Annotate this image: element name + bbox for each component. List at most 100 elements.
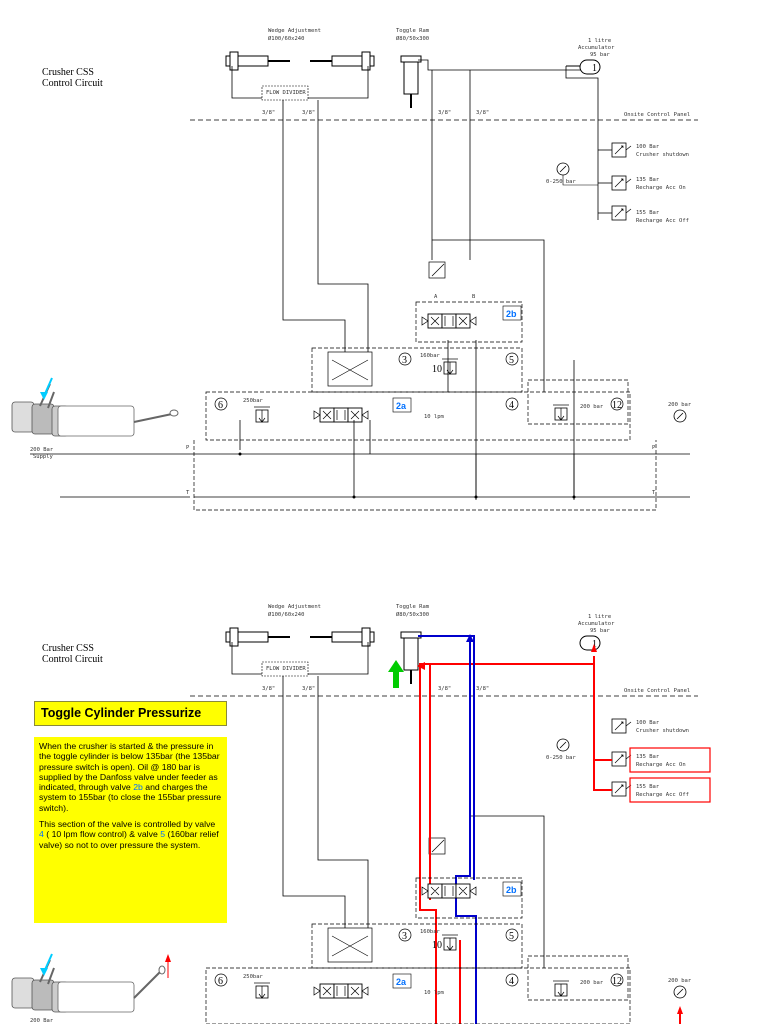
wedge-cylinder-left xyxy=(225,51,290,71)
pressure-switch-100: 100 Bar Crusher shutdown xyxy=(598,142,689,158)
svg-text:Recharge Acc Off: Recharge Acc Off xyxy=(636,218,689,224)
svg-text:10 lpm: 10 lpm xyxy=(424,990,445,996)
svg-text:4: 4 xyxy=(509,976,514,987)
svg-text:12: 12 xyxy=(612,400,622,411)
svg-text:155 Bar: 155 Bar xyxy=(636,784,660,790)
note-body: When the crusher is started & the pressu… xyxy=(34,737,227,923)
svg-text:200 bar: 200 bar xyxy=(668,402,692,408)
bottom-title-line1: Crusher CSS xyxy=(42,643,94,654)
svg-text:1: 1 xyxy=(592,63,597,74)
svg-text:135 Bar: 135 Bar xyxy=(636,177,660,183)
svg-text:Ø100/60x240: Ø100/60x240 xyxy=(268,611,304,618)
svg-text:100 Bar: 100 Bar xyxy=(636,144,660,150)
svg-text:Accumulator: Accumulator xyxy=(578,45,615,51)
svg-text:160bar: 160bar xyxy=(420,929,441,935)
svg-text:10 lpm: 10 lpm xyxy=(424,414,445,420)
valve-2b xyxy=(421,313,477,329)
svg-text:135 Bar: 135 Bar xyxy=(636,754,660,760)
svg-text:Recharge Acc On: Recharge Acc On xyxy=(636,762,686,768)
pressure-line-red xyxy=(419,656,681,1024)
top-title-line2: Control Circuit xyxy=(42,78,103,89)
control-panel-label: Onsite Control Panel xyxy=(624,112,690,118)
svg-text:P: P xyxy=(652,445,656,451)
flow-divider-label: FLOW DIVIDER xyxy=(266,90,306,96)
svg-text:2b: 2b xyxy=(506,885,517,895)
svg-text:3/8": 3/8" xyxy=(302,110,315,116)
toggle-label: Toggle Ram xyxy=(396,28,430,34)
bottom-title-line2: Control Circuit xyxy=(42,654,103,665)
highlight-135bar-switch xyxy=(629,747,711,773)
svg-text:10: 10 xyxy=(432,940,442,951)
svg-text:Recharge Acc On: Recharge Acc On xyxy=(636,185,686,191)
svg-text:P: P xyxy=(186,445,190,451)
svg-text:5: 5 xyxy=(509,931,514,942)
svg-text:95 bar: 95 bar xyxy=(590,628,611,634)
danfoss-valve-image-bottom xyxy=(11,953,171,1013)
valve-2b-label: 2b xyxy=(506,309,517,319)
svg-text:Onsite Control Panel: Onsite Control Panel xyxy=(624,688,690,694)
svg-text:1: 1 xyxy=(592,639,597,650)
svg-text:FLOW DIVIDER: FLOW DIVIDER xyxy=(266,666,306,672)
note-title: Toggle Cylinder Pressurize xyxy=(34,701,227,726)
top-diagram: Crusher CSS Control Circuit Wedge Adjust… xyxy=(11,28,698,511)
svg-text:200 Bar: 200 Bar xyxy=(30,1018,54,1024)
svg-text:3/8": 3/8" xyxy=(476,686,489,692)
svg-text:3: 3 xyxy=(402,355,407,366)
svg-text:Recharge Acc Off: Recharge Acc Off xyxy=(636,792,689,798)
svg-text:200 bar: 200 bar xyxy=(668,978,692,984)
top-title-line1: Crusher CSS xyxy=(42,67,94,78)
svg-text:Supply: Supply xyxy=(33,454,54,460)
gauge-icon: 0-250 bar xyxy=(546,162,598,186)
bottom-diagram: Crusher CSS Control Circuit Wedge Adjust… xyxy=(11,604,711,1024)
svg-text:3/8": 3/8" xyxy=(476,110,489,116)
svg-text:Crusher shutdown: Crusher shutdown xyxy=(636,728,689,734)
toggle-cylinder xyxy=(400,55,422,108)
svg-text:A: A xyxy=(434,294,438,300)
svg-text:3/8": 3/8" xyxy=(302,686,315,692)
note-paragraph-2: This section of the valve is controlled … xyxy=(39,819,219,850)
pressure-switch-135: 135 Bar Recharge Acc On xyxy=(598,175,686,191)
return-line-blue xyxy=(418,635,477,1024)
svg-text:2a: 2a xyxy=(396,977,407,987)
svg-text:5: 5 xyxy=(509,355,514,366)
svg-text:Ø80/50x300: Ø80/50x300 xyxy=(396,611,429,618)
svg-text:200 Bar: 200 Bar xyxy=(30,447,54,453)
svg-text:Toggle Ram: Toggle Ram xyxy=(396,604,430,610)
svg-text:160bar: 160bar xyxy=(420,353,441,359)
wedge-label: Wedge Adjustment xyxy=(268,28,321,34)
svg-text:3/8": 3/8" xyxy=(262,110,275,116)
svg-text:Accumulator: Accumulator xyxy=(578,621,615,627)
svg-text:Ø100/60x240: Ø100/60x240 xyxy=(268,35,304,42)
svg-text:6: 6 xyxy=(218,976,223,987)
pressure-switch-155: 155 Bar Recharge Acc Off xyxy=(598,205,689,224)
svg-text:250bar: 250bar xyxy=(243,398,264,404)
svg-text:4: 4 xyxy=(509,400,514,411)
svg-text:155 Bar: 155 Bar xyxy=(636,210,660,216)
svg-text:95 bar: 95 bar xyxy=(590,52,611,58)
svg-text:Wedge Adjustment: Wedge Adjustment xyxy=(268,604,321,610)
svg-text:3/8": 3/8" xyxy=(438,110,451,116)
svg-text:200 bar: 200 bar xyxy=(580,980,604,986)
accumulator: 1 xyxy=(566,59,601,75)
svg-text:250bar: 250bar xyxy=(243,974,264,980)
cylinder-extend-arrow xyxy=(388,660,404,688)
valve-2a xyxy=(313,407,369,423)
svg-text:200 bar: 200 bar xyxy=(580,404,604,410)
note-paragraph-1: When the crusher is started & the pressu… xyxy=(39,741,222,813)
svg-text:12: 12 xyxy=(612,976,622,987)
svg-text:3: 3 xyxy=(402,931,407,942)
svg-text:3/8": 3/8" xyxy=(262,686,275,692)
svg-text:T: T xyxy=(186,490,190,496)
valve-2a-label: 2a xyxy=(396,401,407,411)
svg-text:6: 6 xyxy=(218,400,223,411)
highlight-155bar-switch xyxy=(629,777,711,803)
svg-text:B: B xyxy=(472,294,476,300)
svg-text:Ø80/50x300: Ø80/50x300 xyxy=(396,35,429,42)
danfoss-valve-image xyxy=(11,377,179,437)
svg-text:1 litre: 1 litre xyxy=(588,614,611,620)
svg-text:100 Bar: 100 Bar xyxy=(636,720,660,726)
accumulator-label: 1 litre xyxy=(588,38,611,44)
svg-text:3/8": 3/8" xyxy=(438,686,451,692)
svg-text:Crusher shutdown: Crusher shutdown xyxy=(636,152,689,158)
